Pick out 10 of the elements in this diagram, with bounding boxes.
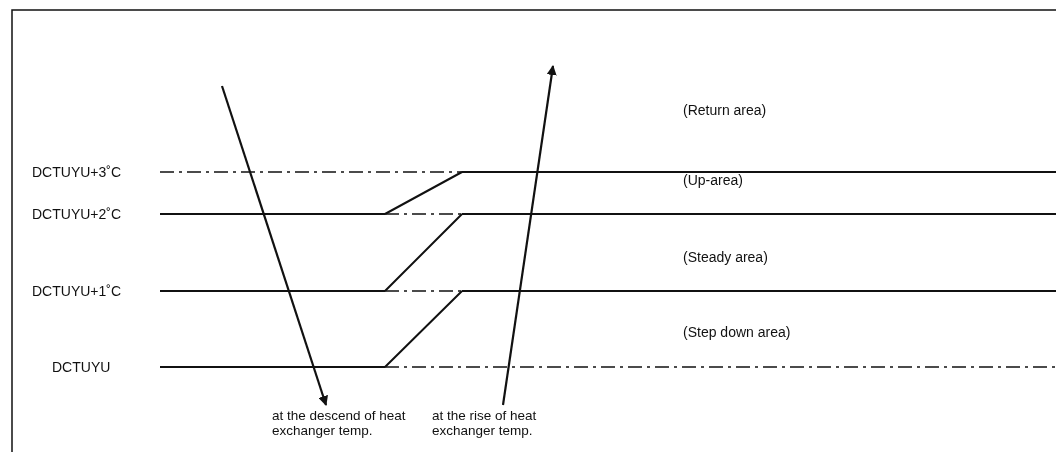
area-label: (Return area)	[683, 102, 767, 118]
threshold-label: DCTUYU+3˚C	[32, 164, 122, 180]
area-label: (Up-area)	[683, 172, 743, 188]
threshold-label: DCTUYU+1˚C	[32, 283, 122, 299]
arrow-caption: at the descend of heat exchanger temp.	[272, 408, 407, 438]
threshold-label: DCTUYU+2˚C	[32, 206, 122, 222]
area-label: (Step down area)	[683, 324, 791, 340]
arrow-caption: at the rise of heat exchanger temp.	[432, 408, 538, 438]
threshold-label: DCTUYU	[52, 359, 111, 375]
area-label: (Steady area)	[683, 249, 768, 265]
